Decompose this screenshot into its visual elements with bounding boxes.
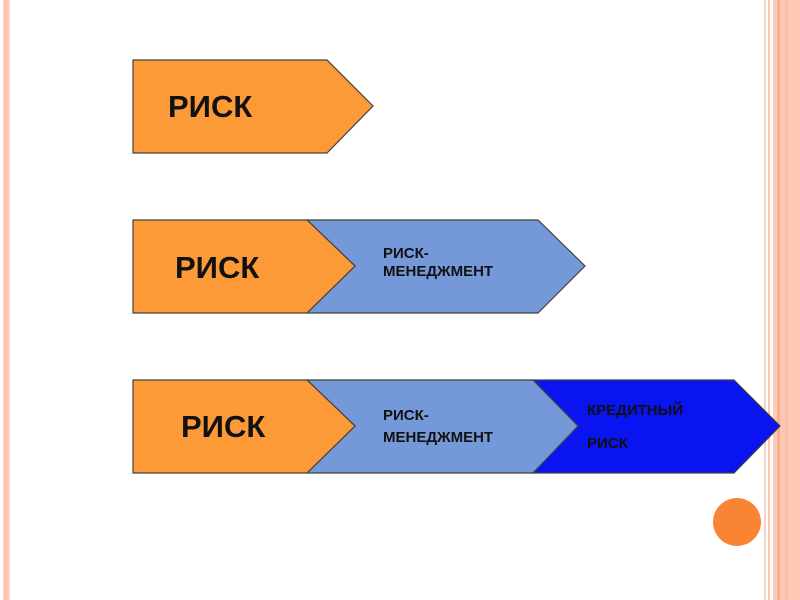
step-label-line-2: РИСК [587,435,629,452]
row-3-step-credit-risk: КРЕДИТНЫЙ РИСК [531,379,781,474]
step-label-line-1: РИСК- [383,245,429,262]
step-label-line-2: МЕНЕДЖМЕНТ [383,429,493,446]
row-2-step-risk-management: РИСК- МЕНЕДЖМЕНТ [305,219,586,314]
row-2: РИСК- МЕНЕДЖМЕНТ РИСК [132,219,586,314]
chevron-shape [132,59,374,154]
right-border-stripes [764,0,800,600]
decorative-circle [713,498,761,546]
step-label: РИСК [175,250,259,285]
step-label: РИСК [181,409,265,444]
left-border-stripe [3,0,10,600]
row-3-step-risk: РИСК [132,379,356,474]
row-1: РИСК [132,59,374,154]
step-label: РИСК [168,89,252,124]
chevron-shape [132,379,356,474]
step-label-line-1: РИСК- [383,407,429,424]
row-2-step-risk: РИСК [132,219,356,314]
chevron-shape [132,219,356,314]
step-label-line-1: КРЕДИТНЫЙ [587,401,683,419]
row-3: КРЕДИТНЫЙ РИСК РИСК- МЕНЕДЖМЕНТ РИСК [132,379,781,474]
row-3-step-risk-management: РИСК- МЕНЕДЖМЕНТ [305,379,579,474]
step-label-line-2: МЕНЕДЖМЕНТ [383,263,493,280]
row-1-step-risk: РИСК [132,59,374,154]
